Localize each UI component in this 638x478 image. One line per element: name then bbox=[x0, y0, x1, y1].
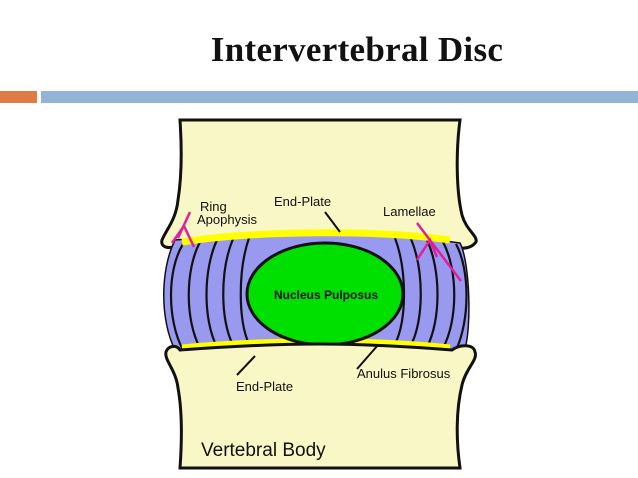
label-apophysis: Apophysis bbox=[197, 212, 257, 227]
label-ring: Ring bbox=[200, 199, 227, 214]
label-anulus-fibrosus: Anulus Fibrosus bbox=[357, 366, 451, 381]
end-plate-top bbox=[181, 229, 451, 246]
label-nucleus-pulposus: Nucleus Pulposus bbox=[274, 288, 378, 302]
title-accent-bar-blue bbox=[41, 91, 638, 103]
slide-title: Intervertebral Disc bbox=[210, 30, 504, 69]
leader-lines bbox=[236, 211, 379, 376]
title-accent-bar-orange bbox=[0, 91, 37, 103]
label-end-plate-top: End-Plate bbox=[274, 194, 331, 209]
label-vertebral-body: Vertebral Body bbox=[201, 440, 326, 461]
lamellae-marker bbox=[415, 222, 462, 282]
label-end-plate-bottom: End-Plate bbox=[236, 379, 293, 394]
lamellae-arcs bbox=[169, 237, 468, 351]
lower-vertebral-body bbox=[164, 342, 477, 470]
label-lamellae: Lamellae bbox=[383, 204, 436, 219]
upper-vertebral-body bbox=[160, 118, 478, 250]
ring-apophysis-marker bbox=[170, 211, 196, 248]
